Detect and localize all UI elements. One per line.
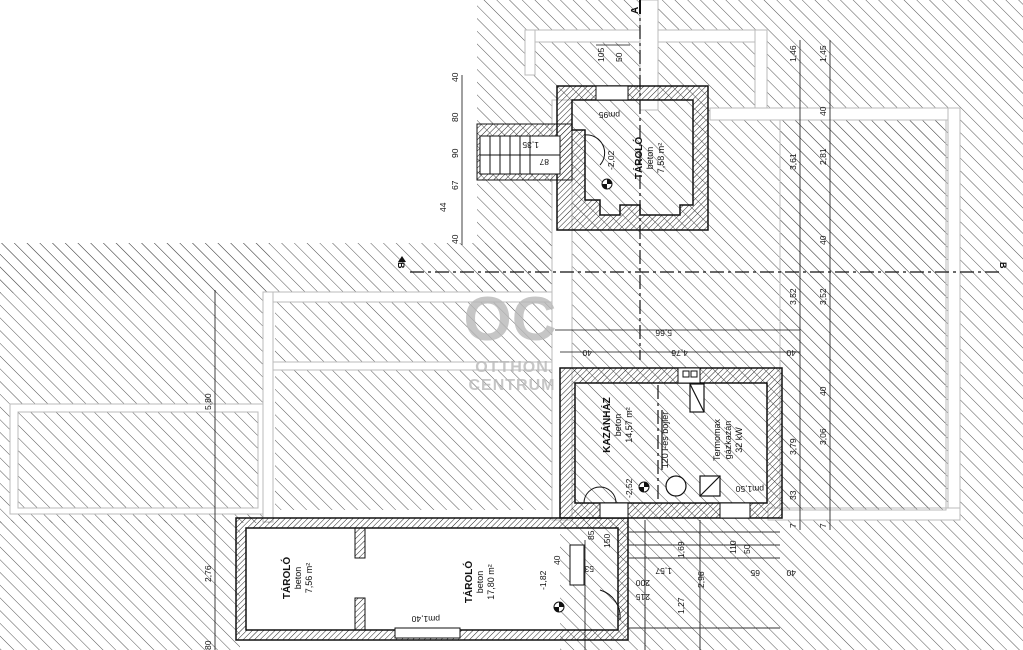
dim-right-outer-3: 3,52 — [788, 288, 798, 305]
section-label-b-right: B — [998, 262, 1008, 269]
section-marker-b-left: B — [396, 256, 406, 269]
watermark-line-2: CENTRUM — [469, 377, 556, 394]
dim-bottom-65: 65 — [750, 568, 760, 578]
heater-label: Termomax gázkazán 32 kW — [712, 419, 744, 462]
height-boiler: pm1,50 — [735, 484, 764, 494]
dim-right-inner-7: 3,06 — [818, 428, 828, 445]
dimension-lines — [214, 40, 831, 650]
section-label-b-left: B — [396, 262, 406, 269]
dim-right-outer-2: 3,61 — [788, 153, 798, 170]
room-label-storage-mid: TÁROLÓ beton 17,80 m² — [462, 561, 496, 603]
dim-stair-1: 1,35 — [522, 140, 539, 150]
dim-bottom-110: 110 — [728, 540, 738, 554]
room-name: TÁROLÓ — [632, 137, 645, 179]
dimension-labels: 1,46 3,61 3,52 3,79 33 7 1,45 40 2,81 40… — [203, 45, 828, 650]
storage-bottom-walls — [235, 517, 629, 641]
room-name: TÁROLÓ — [462, 561, 475, 603]
room-material: beton — [293, 567, 303, 590]
heater-line-3: 32 kW — [734, 427, 744, 453]
dim-right-inner-4: 40 — [818, 235, 828, 245]
room-material: beton — [613, 414, 623, 437]
dim-top-mid-1: 105 — [596, 48, 606, 62]
section-label-a: A — [630, 7, 641, 14]
storage-top-walls — [556, 85, 709, 231]
dim-horiz-40b: 40 — [786, 348, 796, 358]
heater-line-2: gázkazán — [723, 421, 733, 460]
dim-left-top-3: 90 — [450, 148, 460, 158]
dim-bottom-85: 85 — [586, 530, 596, 540]
room-area: 14,57 m² — [624, 407, 634, 443]
room-area: 7,58 m² — [656, 143, 666, 174]
dim-left-top-5: 44 — [438, 202, 448, 212]
level-marker-storage-top: -2,02 — [601, 150, 616, 190]
dim-left-top-6: 40 — [450, 234, 460, 244]
boiler-equipment — [661, 383, 721, 497]
boiler-label: 120 l-es bojler — [660, 412, 670, 469]
dim-bottom-40b: 40 — [786, 568, 796, 578]
level-text: -2,02 — [606, 150, 616, 170]
dim-horiz-476: 4,76 — [671, 348, 688, 358]
dim-bottom-169: 1,69 — [676, 541, 686, 558]
level-marker-boiler: -2,52 — [624, 478, 650, 498]
room-label-storage-top: TÁROLÓ beton 7,58 m² — [632, 137, 666, 179]
dim-horiz-40a: 40 — [582, 348, 592, 358]
watermark-logo: OC OTTHON CENTRUM — [464, 285, 557, 394]
dim-right-inner-2: 40 — [818, 106, 828, 116]
height-storage-mid: pm1,40 — [411, 614, 440, 624]
room-material: beton — [645, 147, 655, 170]
dim-right-outer-6: 7 — [788, 523, 798, 528]
stair-top — [476, 123, 606, 181]
dim-stair-2: 87 — [539, 157, 549, 167]
dim-left-80: 80 — [203, 640, 213, 650]
dim-horiz-566: 5,66 — [655, 328, 672, 338]
room-name: TÁROLÓ — [280, 557, 293, 599]
dim-bottom-53: 53 — [584, 564, 594, 574]
dim-bottom-127: 1,27 — [676, 597, 686, 614]
boiler-room-walls — [559, 367, 783, 519]
dim-left-580: 5,80 — [203, 393, 213, 410]
room-label-storage-left: TÁROLÓ beton 7,56 m² — [280, 557, 314, 599]
dim-right-inner-5: 3,52 — [818, 288, 828, 305]
dim-bottom-150: 150 — [602, 534, 612, 548]
dim-left-top-4: 67 — [450, 180, 460, 190]
heater-line-1: Termomax — [712, 419, 722, 462]
level-marker-storage-mid: -1,82 — [538, 570, 565, 613]
room-area: 7,56 m² — [304, 563, 314, 594]
section-marker-b-right: B — [998, 262, 1008, 269]
dim-bottom-200: 200 — [636, 578, 650, 588]
dim-bottom-40a: 40 — [552, 555, 562, 565]
dim-bottom-50: 50 — [742, 544, 752, 554]
dim-right-inner-6: 40 — [818, 386, 828, 396]
watermark-line-1: OTTHON — [475, 359, 549, 376]
section-marker-a: A — [630, 0, 641, 14]
dim-left-top-1: 40 — [450, 72, 460, 82]
dim-bottom-215: 215 — [636, 592, 650, 602]
room-area: 17,80 m² — [486, 564, 496, 600]
watermark-monogram: OC — [464, 285, 557, 354]
room-label-boiler: KAZÁNHÁZ beton 14,57 m² — [600, 397, 634, 453]
section-line-b — [410, 0, 1000, 500]
dim-bottom-157: 1,57 — [655, 566, 672, 576]
dim-right-inner-3: 2,81 — [818, 148, 828, 165]
dim-bottom-296: 2,96 — [696, 571, 706, 588]
room-name: KAZÁNHÁZ — [600, 397, 613, 453]
trench-outlines — [9, 0, 961, 523]
height-storage-top: pm95 — [598, 110, 620, 120]
dim-right-outer-1: 1,46 — [788, 45, 798, 62]
dim-left-276: 2,76 — [203, 565, 213, 582]
room-material: beton — [475, 571, 485, 594]
dim-right-inner-1: 1,45 — [818, 45, 828, 62]
dim-right-inner-8: 7 — [818, 523, 828, 528]
level-text: -2,52 — [624, 478, 634, 498]
dim-right-outer-4: 3,79 — [788, 438, 798, 455]
dim-left-top-2: 80 — [450, 112, 460, 122]
dim-right-outer-5: 33 — [788, 490, 798, 500]
level-text: -1,82 — [538, 570, 548, 590]
dim-top-mid-2: 50 — [614, 52, 624, 62]
exterior-lines — [628, 520, 780, 650]
